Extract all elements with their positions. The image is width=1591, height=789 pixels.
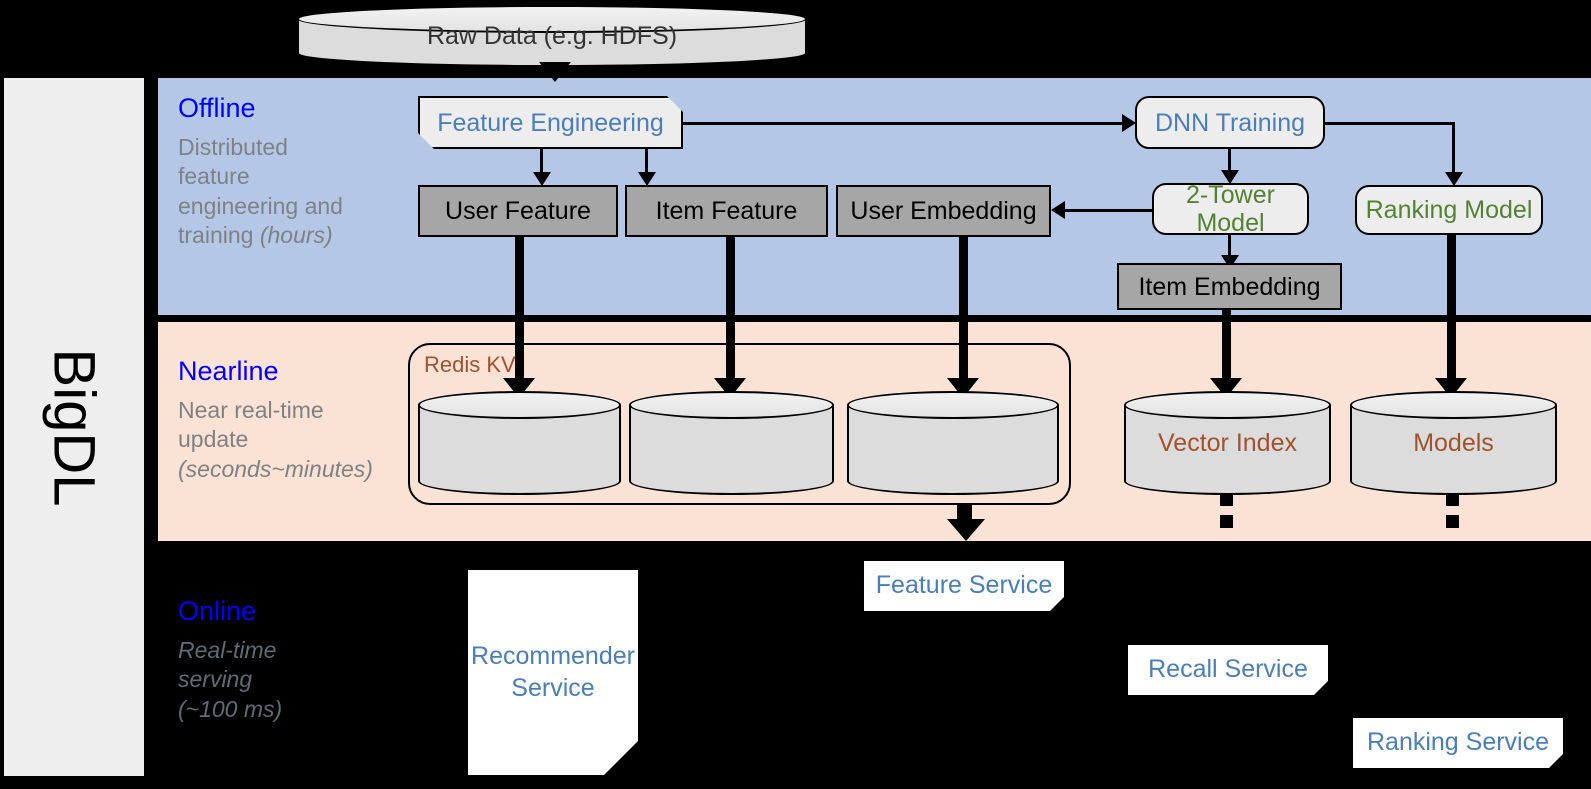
edge-fe-to-itemfeature <box>645 149 648 175</box>
store-user-feature-top <box>418 391 621 419</box>
vector-index-top <box>1124 391 1331 419</box>
feature-service-label: Feature Service <box>875 571 1053 600</box>
offline-caption: Offline Distributed feature engineering … <box>178 93 378 251</box>
store-item-feature-top <box>629 391 834 419</box>
feature-engineering-label: Feature Engineering <box>437 108 664 137</box>
recall-service-label: Recall Service <box>1148 655 1308 684</box>
nearline-title: Nearline <box>178 356 279 386</box>
offline-subtitle-l2: feature <box>178 163 250 190</box>
edge-fe-to-userfeature <box>540 149 543 175</box>
store-item-feature-cylinder[interactable] <box>629 391 834 495</box>
connector-featureservice-arrowhead <box>947 519 985 541</box>
edge-fe-to-dnn-arrowhead <box>1122 114 1136 132</box>
recall-service-note[interactable]: Recall Service <box>1128 645 1328 695</box>
ranking-model-box[interactable]: Ranking Model <box>1355 185 1543 235</box>
edge-dnn-to-ranking-h <box>1325 122 1455 125</box>
offline-subtitle-l4: training (hours) <box>178 222 333 248</box>
ranking-service-note[interactable]: Ranking Service <box>1353 718 1563 768</box>
recommender-service-label: Recommender Service <box>471 641 635 704</box>
online-title: Online <box>178 596 257 626</box>
edge-dnn-to-ranking-arrowhead <box>1445 172 1463 186</box>
offline-title: Offline <box>178 93 256 123</box>
connector-models-seg1 <box>1446 493 1459 506</box>
pipe-rankingmodel-to-models <box>1447 235 1456 390</box>
redis-kv-label: Redis KV <box>424 352 516 377</box>
models-top <box>1350 391 1557 419</box>
nearline-subtitle-l1: Near real-time <box>178 396 324 423</box>
edge-dnn-to-ranking-v <box>1452 122 1455 177</box>
connector-models-seg2 <box>1446 515 1459 528</box>
user-feature-box[interactable]: User Feature <box>418 185 618 237</box>
nearline-caption: Nearline Near real-time update (seconds~… <box>178 356 408 484</box>
models-cylinder[interactable]: Models <box>1350 391 1557 495</box>
edge-dnn-to-twotower <box>1228 149 1231 174</box>
edge-fe-to-itemfeature-arrowhead <box>638 172 656 186</box>
online-caption: Online Real-time serving (~100 ms) <box>178 596 398 724</box>
two-tower-model-box[interactable]: 2-Tower Model <box>1152 181 1309 237</box>
user-embedding-label: User Embedding <box>850 197 1037 225</box>
edge-twotower-to-userembedding-arrowhead <box>1051 201 1065 219</box>
edge-dnn-to-twotower-arrowhead <box>1221 170 1239 184</box>
online-subtitle-l1: Real-time <box>178 636 277 663</box>
dnn-training-box[interactable]: DNN Training <box>1135 96 1325 149</box>
edge-twotower-to-itemembedding <box>1228 235 1231 259</box>
edge-twotower-to-userembedding <box>1062 209 1152 212</box>
item-embedding-box[interactable]: Item Embedding <box>1117 263 1342 310</box>
item-feature-label: Item Feature <box>655 197 798 225</box>
raw-data-label: Raw Data (e.g. HDFS) <box>426 21 678 50</box>
offline-subtitle-l1: Distributed <box>178 133 288 160</box>
nearline-subtitle: Near real-time update (seconds~minutes) <box>178 396 408 484</box>
bigdl-rail-label: BigDL <box>41 348 107 506</box>
offline-subtitle-l3: engineering and <box>178 192 343 219</box>
store-user-embedding-cylinder[interactable] <box>847 391 1059 495</box>
nearline-subtitle-emphasis: (seconds~minutes) <box>178 455 373 482</box>
item-embedding-label: Item Embedding <box>1138 272 1321 301</box>
store-user-feature-cylinder[interactable] <box>418 391 621 495</box>
pipe-userfeature-to-store <box>515 237 524 390</box>
edge-fe-to-userfeature-arrowhead <box>533 172 551 186</box>
vector-index-cylinder[interactable]: Vector Index <box>1124 391 1331 495</box>
feature-service-note[interactable]: Feature Service <box>864 561 1064 611</box>
recommender-service-label-l1: Recommender <box>471 642 635 671</box>
raw-data-cylinder-top <box>297 5 807 33</box>
edge-rawdata-to-fe-arrowhead <box>539 62 571 82</box>
vector-index-label: Vector Index <box>1158 428 1297 457</box>
online-subtitle-l2: serving <box>178 666 253 693</box>
online-subtitle: Real-time serving (~100 ms) <box>178 636 398 724</box>
raw-data-cylinder[interactable]: Raw Data (e.g. HDFS) <box>297 5 807 67</box>
connector-featureservice-seg1 <box>957 504 972 520</box>
models-label: Models <box>1413 428 1494 457</box>
recommender-service-note[interactable]: Recommender Service <box>468 570 638 775</box>
pipe-userembedding-to-store <box>959 237 968 390</box>
redis-kv-group[interactable] <box>408 343 1071 505</box>
nearline-subtitle-l2: update <box>178 426 249 453</box>
offline-subtitle-emphasis: (hours) <box>259 222 333 248</box>
item-feature-box[interactable]: Item Feature <box>625 185 828 237</box>
bigdl-rail-label-wrap: BigDL <box>4 78 144 776</box>
ranking-model-label: Ranking Model <box>1365 196 1533 224</box>
online-subtitle-emphasis: (~100 ms) <box>178 695 283 722</box>
dnn-training-label: DNN Training <box>1154 108 1306 137</box>
pipe-itemembedding-to-vectorindex <box>1222 310 1231 390</box>
store-user-embedding-top <box>847 391 1059 419</box>
bigdl-rail: BigDL <box>4 78 144 776</box>
connector-vectorindex-seg1 <box>1220 493 1233 506</box>
two-tower-model-label: 2-Tower Model <box>1186 181 1275 237</box>
edge-fe-to-dnn <box>683 122 1133 125</box>
pipe-itemfeature-to-store <box>726 237 735 390</box>
connector-vectorindex-seg2 <box>1220 515 1233 528</box>
user-embedding-box[interactable]: User Embedding <box>836 185 1051 237</box>
offline-subtitle: Distributed feature engineering and trai… <box>178 133 378 251</box>
user-feature-label: User Feature <box>445 197 591 225</box>
recommender-service-label-l2: Service <box>511 673 595 702</box>
feature-engineering-box[interactable]: Feature Engineering <box>418 96 683 149</box>
ranking-service-label: Ranking Service <box>1366 728 1550 757</box>
